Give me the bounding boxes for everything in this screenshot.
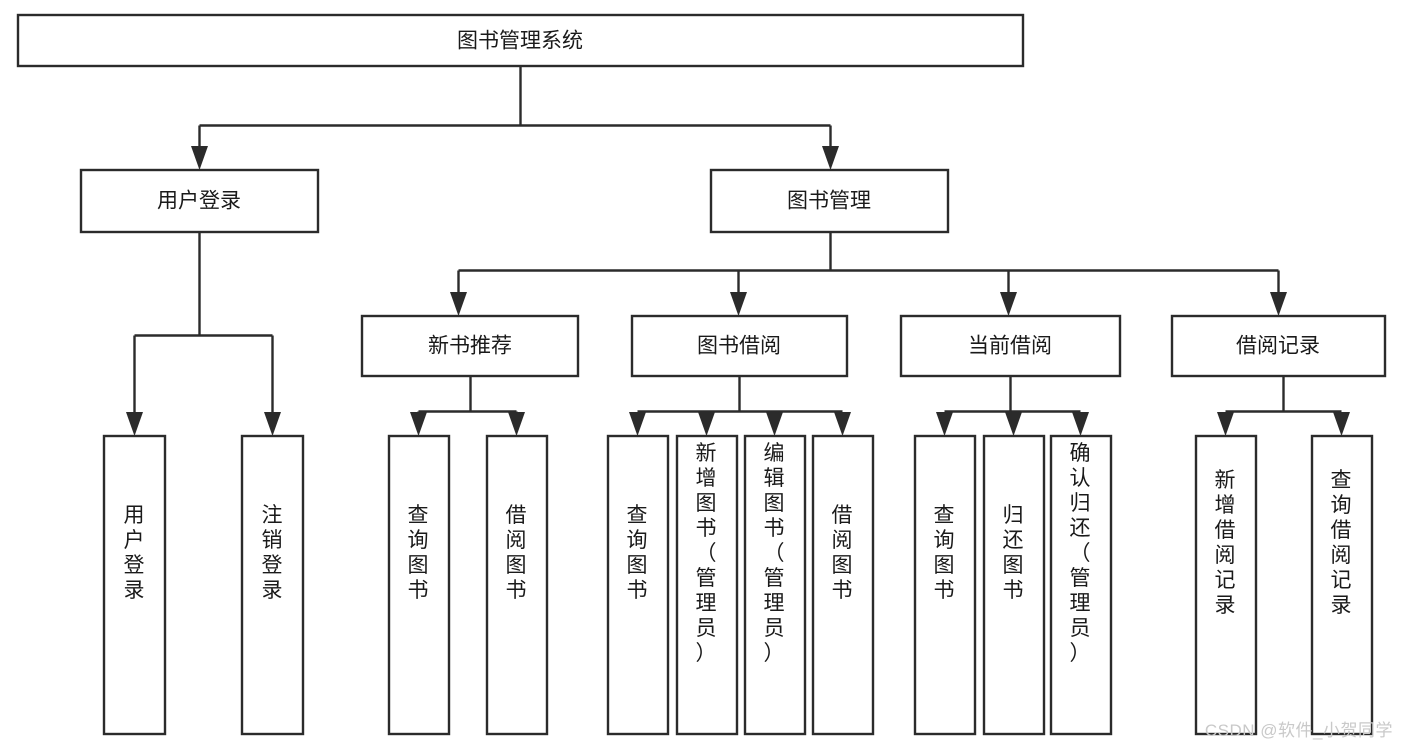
- node-leaf-confirm-return-box[interactable]: [1049, 434, 1113, 736]
- node-leaf-query-record[interactable]: 查询借阅记录: [1310, 434, 1374, 736]
- node-leaf-add-book-label: 新增图书（管理员）: [696, 442, 717, 665]
- connector-group-current-borrow-to-leaves: [936, 376, 1089, 436]
- arrow-head-leaf-borrow-book-2: [834, 412, 851, 436]
- node-leaf-add-book-box[interactable]: [675, 434, 739, 736]
- node-leaf-query-book-1[interactable]: 查询图书: [387, 434, 451, 736]
- arrow-head-book-management: [822, 146, 839, 170]
- arrow-head-leaf-query-book-2: [629, 412, 646, 436]
- node-new-book-recommend-label: 新书推荐: [428, 335, 512, 358]
- node-leaf-return-book-box[interactable]: [982, 434, 1046, 736]
- node-leaf-logout-login-label: 注销登录: [262, 504, 283, 602]
- arrow-head-leaf-edit-book: [766, 412, 783, 436]
- node-user-login-label: 用户登录: [157, 190, 241, 213]
- node-leaf-confirm-return[interactable]: 确认归还（管理员）: [1049, 434, 1113, 736]
- node-leaf-borrow-book-2-box[interactable]: [811, 434, 875, 736]
- node-leaf-borrow-book-1-label: 借阅图书: [506, 504, 527, 602]
- node-leaf-query-book-3-label: 查询图书: [934, 504, 955, 602]
- connector-group-book-management-to-level3: [450, 232, 1287, 316]
- watermark-text: CSDN @软件_小贺同学: [1204, 721, 1393, 740]
- node-leaf-add-record[interactable]: 新增借阅记录: [1194, 434, 1258, 736]
- node-borrow-record-label: 借阅记录: [1236, 335, 1320, 358]
- node-leaf-edit-book-box[interactable]: [743, 434, 807, 736]
- node-leaf-logout-login-box[interactable]: [240, 434, 305, 736]
- node-book-management[interactable]: 图书管理: [709, 168, 950, 234]
- node-user-login[interactable]: 用户登录: [79, 168, 320, 234]
- arrow-head-leaf-query-book-1: [410, 412, 427, 436]
- node-leaf-borrow-book-1-box[interactable]: [485, 434, 549, 736]
- node-leaf-add-book[interactable]: 新增图书（管理员）: [675, 434, 739, 736]
- node-borrow-record-box[interactable]: [1170, 314, 1387, 378]
- node-leaf-edit-book[interactable]: 编辑图书（管理员）: [743, 434, 807, 736]
- node-leaf-user-login[interactable]: 用户登录: [102, 434, 167, 736]
- arrow-head-leaf-confirm-return: [1072, 412, 1089, 436]
- node-book-borrow-box[interactable]: [630, 314, 849, 378]
- arrow-head-leaf-add-record: [1217, 412, 1234, 436]
- arrow-head-leaf-return-book: [1005, 412, 1022, 436]
- node-leaf-query-record-box[interactable]: [1310, 434, 1374, 736]
- arrow-head-leaf-logout-login: [264, 412, 281, 436]
- node-current-borrow-box[interactable]: [899, 314, 1122, 378]
- node-leaf-confirm-return-label: 确认归还（管理员）: [1070, 442, 1091, 665]
- node-leaf-query-book-2[interactable]: 查询图书: [606, 434, 670, 736]
- node-book-management-label: 图书管理: [787, 190, 871, 213]
- node-leaf-borrow-book-2[interactable]: 借阅图书: [811, 434, 875, 736]
- node-leaf-query-record-label: 查询借阅记录: [1331, 469, 1352, 617]
- node-leaf-user-login-label: 用户登录: [124, 504, 145, 602]
- node-leaf-borrow-book-2-label: 借阅图书: [832, 504, 853, 602]
- node-leaf-query-book-2-label: 查询图书: [627, 504, 648, 602]
- connector-group-user-login-to-leaves: [126, 232, 281, 436]
- arrow-head-leaf-borrow-book-1: [508, 412, 525, 436]
- node-leaf-return-book-label: 归还图书: [1003, 504, 1024, 602]
- node-leaf-return-book[interactable]: 归还图书: [982, 434, 1046, 736]
- arrow-head-leaf-query-record: [1333, 412, 1350, 436]
- arrow-head-new-book-recommend: [450, 292, 467, 316]
- arrow-head-leaf-add-book: [698, 412, 715, 436]
- node-user-login-box[interactable]: [79, 168, 320, 234]
- node-borrow-record[interactable]: 借阅记录: [1170, 314, 1387, 378]
- node-book-management-box[interactable]: [709, 168, 950, 234]
- arrow-head-borrow-record: [1270, 292, 1287, 316]
- node-current-borrow-label: 当前借阅: [968, 335, 1052, 358]
- arrow-head-current-borrow: [1000, 292, 1017, 316]
- connector-group-new-book-recommend-to-leaves: [410, 376, 525, 436]
- arrow-head-user-login: [191, 146, 208, 170]
- arrow-head-leaf-query-book-3: [936, 412, 953, 436]
- node-leaf-query-book-2-box[interactable]: [606, 434, 670, 736]
- node-root[interactable]: 图书管理系统: [16, 13, 1025, 68]
- node-leaf-edit-book-label: 编辑图书（管理员）: [764, 442, 785, 665]
- node-current-borrow[interactable]: 当前借阅: [899, 314, 1122, 378]
- node-root-box[interactable]: [16, 13, 1025, 68]
- node-leaf-user-login-box[interactable]: [102, 434, 167, 736]
- arrow-head-book-borrow: [730, 292, 747, 316]
- node-leaf-add-record-box[interactable]: [1194, 434, 1258, 736]
- node-new-book-recommend-box[interactable]: [360, 314, 580, 378]
- node-leaf-logout-login[interactable]: 注销登录: [240, 434, 305, 736]
- connector-group-book-borrow-to-leaves: [629, 376, 851, 436]
- node-leaf-query-book-1-box[interactable]: [387, 434, 451, 736]
- node-leaf-query-book-1-label: 查询图书: [408, 504, 429, 602]
- node-leaf-add-record-label: 新增借阅记录: [1215, 469, 1236, 617]
- node-leaf-query-book-3[interactable]: 查询图书: [913, 434, 977, 736]
- connector-group-root-to-level2: [191, 66, 839, 170]
- node-book-borrow-label: 图书借阅: [697, 335, 781, 358]
- connector-group-borrow-record-to-leaves: [1217, 376, 1350, 436]
- node-leaf-borrow-book-1[interactable]: 借阅图书: [485, 434, 549, 736]
- arrow-head-leaf-user-login: [126, 412, 143, 436]
- node-new-book-recommend[interactable]: 新书推荐: [360, 314, 580, 378]
- node-book-borrow[interactable]: 图书借阅: [630, 314, 849, 378]
- node-leaf-query-book-3-box[interactable]: [913, 434, 977, 736]
- node-root-label: 图书管理系统: [457, 30, 583, 53]
